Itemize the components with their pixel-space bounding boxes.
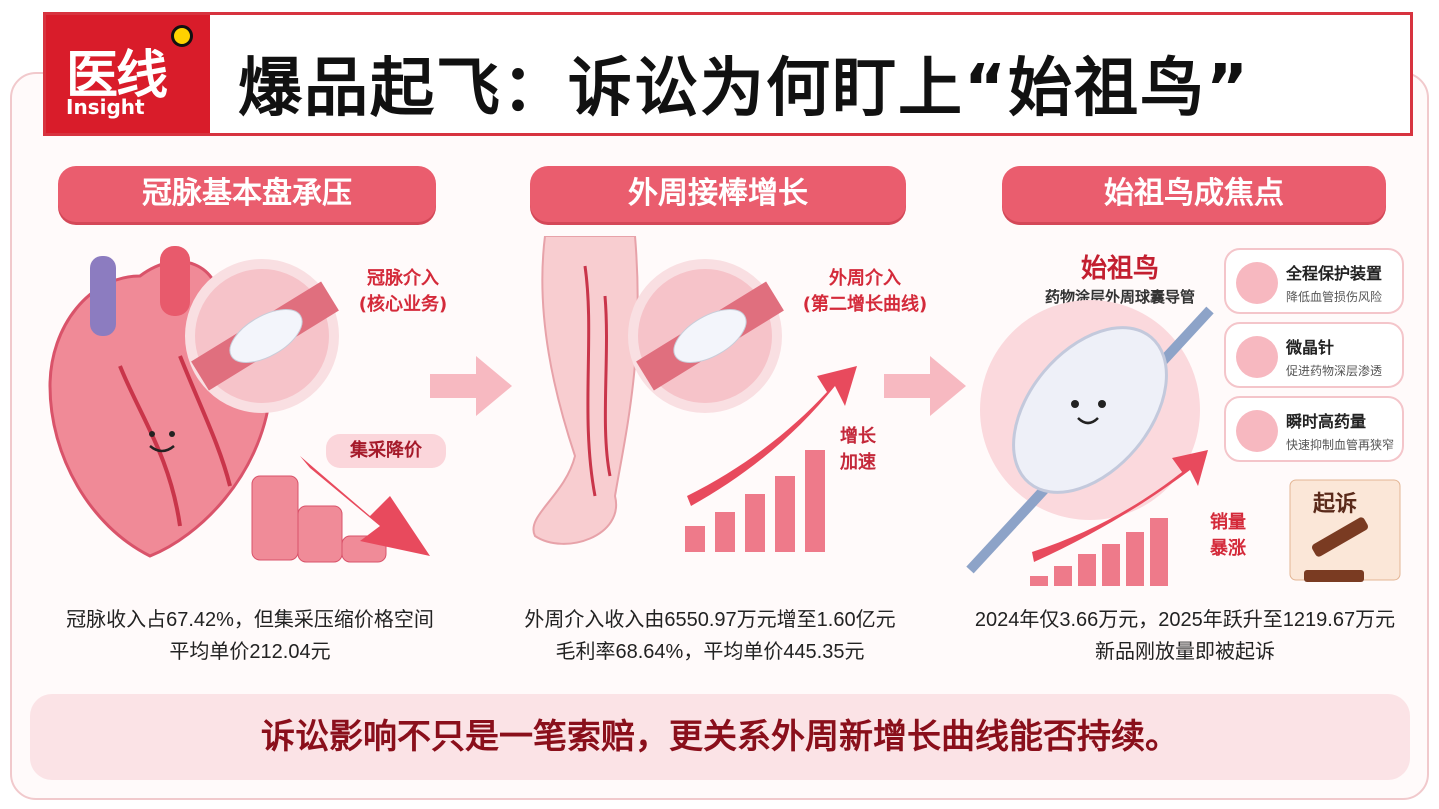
brand-logo: 医线 Insight xyxy=(46,15,210,133)
page-title: 爆品起飞：诉讼为何盯上“始祖鸟” xyxy=(238,52,1251,126)
feature-card: 瞬时高药量 快速抑制血管再狭窄 xyxy=(1224,396,1404,462)
callout-coronary: 冠脉介入 (核心业务) xyxy=(338,266,468,318)
caption-line: 2024年仅3.66万元，2025年跃升至1219.67万元 xyxy=(974,609,1396,631)
conclusion-banner: 诉讼影响不只是一笔索赔，更关系外周新增长曲线能否持续。 xyxy=(30,694,1410,780)
caption-line: 毛利率68.64%，平均单价445.35元 xyxy=(555,641,865,663)
flow-arrow-icon xyxy=(430,356,512,416)
balloon-icon xyxy=(229,309,303,363)
caption-archaeopteryx: 2024年仅3.66万元，2025年跃升至1219.67万元 新品刚放量即被起诉 xyxy=(950,604,1420,668)
feature-card: 微晶针 促进药物深层渗透 xyxy=(1224,322,1404,388)
peripheral-illustration xyxy=(532,236,857,552)
gavel-icon xyxy=(1311,517,1369,557)
caption-line: 平均单价212.04元 xyxy=(169,641,331,663)
callout-subtitle: (第二增长曲线) xyxy=(802,294,928,315)
product-name: 始祖鸟 xyxy=(1080,254,1159,284)
title-bar: 医线 Insight 爆品起飞：诉讼为何盯上“始祖鸟” xyxy=(43,12,1413,136)
lawsuit-label: 起诉 xyxy=(1312,492,1357,517)
feature-subtitle: 降低血管损伤风险 xyxy=(1286,290,1383,304)
logo-chinese: 医线 xyxy=(66,46,168,106)
tag-growth: 增长 加速 xyxy=(840,426,876,473)
shield-icon xyxy=(1236,262,1278,304)
feature-card: 全程保护装置 降低血管损伤风险 xyxy=(1224,248,1404,314)
growth-bars-icon xyxy=(685,450,825,552)
panel-heading-coronary: 冠脉基本盘承压 xyxy=(58,166,436,222)
tag-price-cut: 集采降价 xyxy=(326,434,446,468)
feature-title: 瞬时高药量 xyxy=(1286,412,1367,431)
decline-arrow-icon xyxy=(300,456,430,556)
logo-eye-icon xyxy=(171,25,193,47)
coins-icon xyxy=(251,475,387,563)
feature-title: 微晶针 xyxy=(1286,338,1335,357)
panel-heading-peripheral: 外周接棒增长 xyxy=(530,166,906,222)
feature-subtitle: 促进药物深层渗透 xyxy=(1286,364,1383,378)
flow-arrow-icon xyxy=(884,356,966,416)
vein-icon xyxy=(90,256,116,336)
caption-line: 外周介入收入由6550.97万元增至1.60亿元 xyxy=(524,609,896,631)
balloon-mascot-icon xyxy=(1012,326,1168,494)
sales-arrow-icon xyxy=(1032,450,1208,562)
coronary-illustration xyxy=(48,246,430,563)
caption-coronary: 冠脉收入占67.42%，但集采压缩价格空间 平均单价212.04元 xyxy=(30,604,470,668)
balloon-catheter-illustration xyxy=(966,300,1401,586)
logo-english: Insight xyxy=(66,95,145,119)
feature-title: 全程保护装置 xyxy=(1286,264,1383,283)
callout-peripheral: 外周介入 (第二增长曲线) xyxy=(790,266,940,318)
caption-line: 冠脉收入占67.42%，但集采压缩价格空间 xyxy=(66,609,434,631)
feature-subtitle: 快速抑制血管再狭窄 xyxy=(1286,438,1395,452)
callout-title: 外周介入 xyxy=(829,268,901,289)
sales-bars-icon xyxy=(1030,518,1168,586)
crystal-icon xyxy=(1236,336,1278,378)
callout-subtitle: (核心业务) xyxy=(358,294,448,315)
caption-line: 新品刚放量即被起诉 xyxy=(1095,641,1275,663)
callout-title: 冠脉介入 xyxy=(367,268,439,289)
caption-peripheral: 外周介入收入由6550.97万元增至1.60亿元 毛利率68.64%，平均单价4… xyxy=(488,604,932,668)
growth-arrow-icon xyxy=(687,366,857,506)
leg-icon xyxy=(532,236,639,545)
balloon-icon xyxy=(673,309,747,363)
tag-sales-surge: 销量 暴涨 xyxy=(1210,512,1246,559)
drug-dots-icon xyxy=(1236,410,1278,452)
panel-heading-archaeopteryx: 始祖鸟成焦点 xyxy=(1002,166,1386,222)
